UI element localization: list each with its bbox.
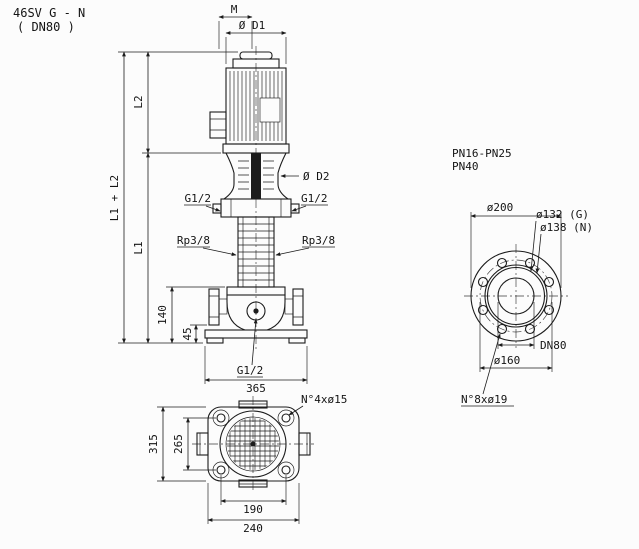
bolt-note-4x15-label: N°4xø15	[301, 393, 347, 406]
flange-outer-circle	[470, 250, 562, 342]
port-g12-right-label: G1/2	[301, 192, 328, 205]
port-g12-left-label: G1/2	[185, 192, 212, 205]
bore-circle	[497, 277, 535, 315]
top-view	[192, 396, 314, 492]
port-g12-bottom-label: G1/2	[237, 364, 264, 377]
dim-l1-label: L1	[132, 241, 145, 254]
dim-160-label: ø160	[494, 354, 521, 367]
dim-140-label: 140	[156, 305, 169, 325]
dim-132-label: ø132 (G)	[536, 208, 589, 221]
stage-stack	[237, 216, 275, 288]
dim-45-label: 45	[181, 327, 194, 340]
flange-view: PN16-PN25 PN40	[452, 147, 568, 348]
dim-l1-plus-l2-label: L1 + L2	[108, 175, 121, 221]
top-view-dimensions: 315 265 190 240 N°4xø15	[147, 393, 347, 535]
top-port-stub	[238, 400, 268, 409]
pump-base	[204, 286, 308, 344]
port-stub-left	[212, 203, 222, 214]
port-rp38-right-label: Rp3/8	[302, 234, 335, 247]
terminal-box	[209, 111, 227, 139]
dim-315-label: 315	[147, 434, 160, 454]
bottom-port-stub	[238, 479, 268, 488]
dim-138-label: ø138 (N)	[540, 221, 593, 234]
fan-cover-circle	[219, 410, 287, 478]
drawing-subtitle: ( DN80 )	[17, 20, 75, 34]
dim-d2-label: Ø D2	[303, 170, 330, 183]
dim-dn80-label: DN80	[540, 339, 567, 352]
front-view	[204, 46, 308, 352]
motor	[209, 51, 290, 154]
dim-m-label: M	[231, 3, 238, 16]
coupling-lantern	[222, 152, 290, 200]
pressure-rating-line2: PN40	[452, 160, 479, 173]
dim-200-label: ø200	[487, 201, 514, 214]
dim-190-label: 190	[243, 503, 263, 516]
right-flange-stub	[298, 432, 311, 456]
dim-240-label: 240	[243, 522, 263, 535]
baseplate	[204, 329, 308, 339]
motor-nameplate	[259, 97, 281, 123]
port-rp38-left-label: Rp3/8	[177, 234, 210, 247]
dim-d1-label: Ø D1	[239, 19, 266, 32]
discharge-flange	[292, 288, 304, 326]
left-flange-stub	[196, 432, 209, 456]
flange-view-dimensions: ø200 ø132 (G) ø138 (N) DN80 ø160 N°8xø19	[461, 201, 593, 407]
pressure-rating-line1: PN16-PN25	[452, 147, 512, 160]
dim-l2-label: L2	[132, 95, 145, 108]
dim-365-label: 365	[246, 382, 266, 395]
dim-265-label: 265	[172, 434, 185, 454]
front-view-dimensions: M Ø D1 L1 + L2 L2 L1 140 45 365 Ø D2 G1/…	[108, 3, 335, 395]
bolt-circle	[479, 259, 553, 333]
suction-flange	[208, 288, 220, 326]
anchor-bolt-holes	[216, 413, 291, 475]
bolt-note-8x19-label: N°8xø19	[461, 393, 507, 406]
drawing-title: 46SV G - N	[13, 6, 85, 20]
port-stub-right	[290, 203, 300, 214]
